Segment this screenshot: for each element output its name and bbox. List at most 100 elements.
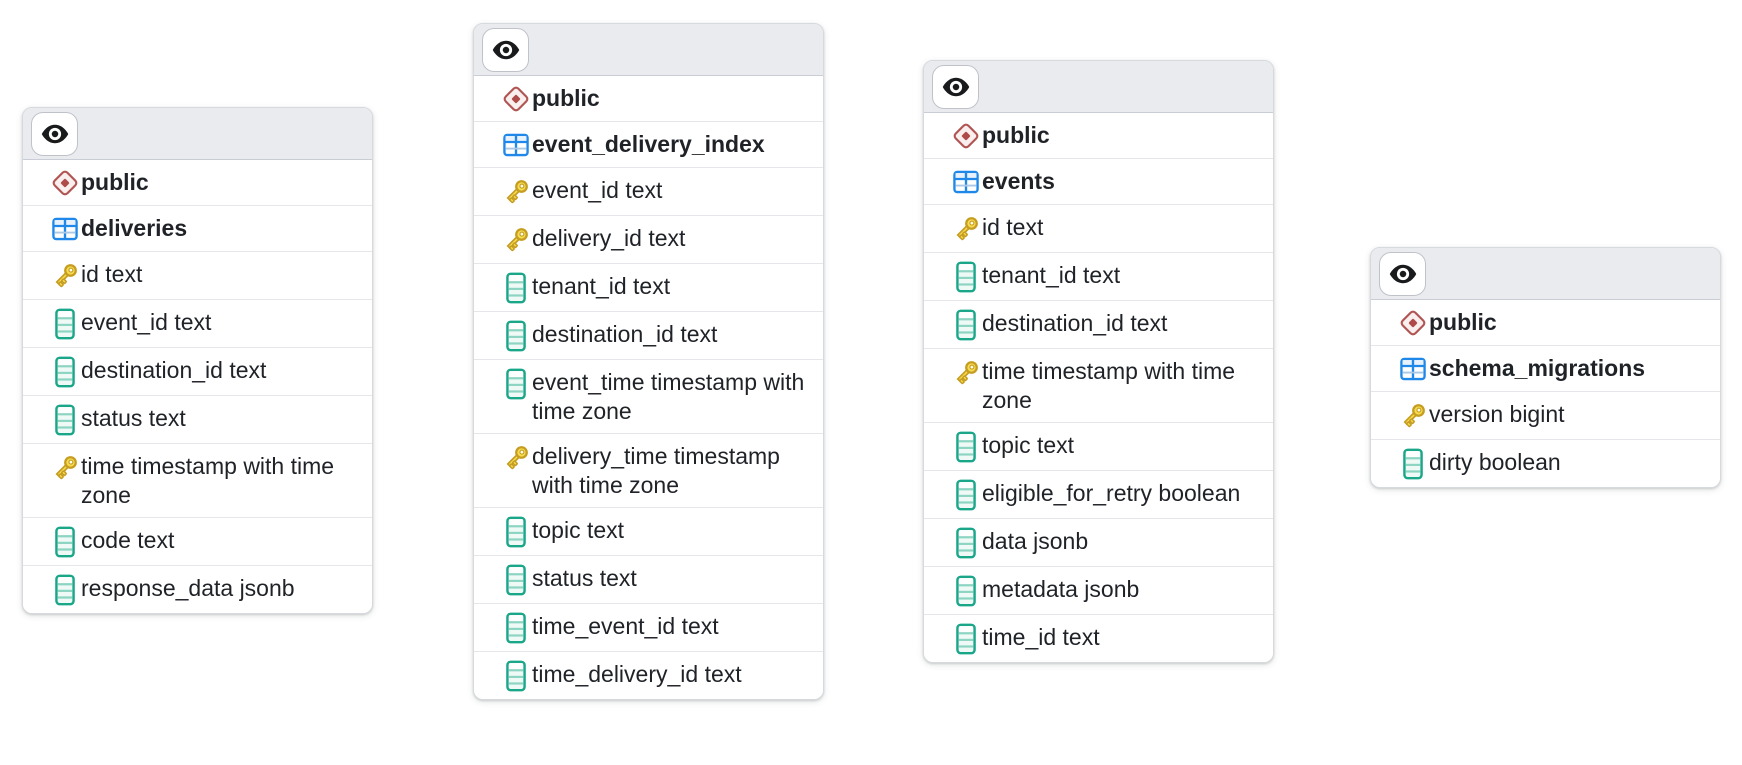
column-label: event_id text [532, 177, 663, 203]
column-row[interactable]: delivery_id text [474, 216, 823, 264]
column-row[interactable]: destination_id text [474, 312, 823, 360]
schema-row[interactable]: public [23, 160, 372, 206]
column-label: destination_id text [532, 321, 718, 347]
table-card[interactable]: public schema_migrations version bigint … [1370, 247, 1721, 488]
column-row[interactable]: event_time timestamp with time zone [474, 360, 823, 434]
table-name: events [982, 168, 1055, 194]
schema-name: public [532, 85, 600, 111]
visibility-toggle-button[interactable] [1379, 251, 1426, 296]
column-icon [950, 575, 982, 607]
table-name-row[interactable]: schema_migrations [1371, 346, 1720, 392]
visibility-toggle-button[interactable] [932, 64, 979, 109]
column-label: topic text [532, 517, 625, 543]
table-name-row[interactable]: deliveries [23, 206, 372, 252]
column-row[interactable]: response_data jsonb [23, 566, 372, 613]
column-row[interactable]: metadata jsonb [924, 567, 1273, 615]
key-icon [49, 452, 81, 484]
column-row[interactable]: dirty boolean [1371, 440, 1720, 487]
schema-name: public [1429, 309, 1497, 335]
column-label: response_data jsonb [81, 575, 295, 601]
column-row[interactable]: code text [23, 518, 372, 566]
column-row[interactable]: id text [23, 252, 372, 300]
key-icon [49, 260, 81, 292]
column-label: id text [81, 261, 143, 287]
column-row[interactable]: destination_id text [23, 348, 372, 396]
column-icon [500, 272, 532, 304]
column-label: eligible_for_retry boolean [982, 480, 1241, 506]
column-row[interactable]: time_event_id text [474, 604, 823, 652]
column-icon [500, 660, 532, 692]
column-icon [500, 320, 532, 352]
column-row[interactable]: time timestamp with time zone [924, 349, 1273, 423]
table-name: schema_migrations [1429, 355, 1646, 381]
key-icon [500, 176, 532, 208]
column-row[interactable]: topic text [924, 423, 1273, 471]
column-row[interactable]: event_id text [474, 168, 823, 216]
column-icon [500, 368, 532, 400]
column-label: event_time timestamp with time zone [532, 369, 805, 424]
table-card[interactable]: public event_delivery_index event_id tex… [473, 23, 824, 700]
columns-container: id text event_id text destination_id tex… [23, 252, 372, 613]
column-icon [950, 479, 982, 511]
card-header [924, 61, 1273, 113]
column-label: status text [81, 405, 186, 431]
column-row[interactable]: tenant_id text [474, 264, 823, 312]
eye-icon [491, 35, 521, 65]
column-row[interactable]: tenant_id text [924, 253, 1273, 301]
diamond-icon [49, 168, 81, 198]
column-row[interactable]: delivery_time timestamp with time zone [474, 434, 823, 508]
column-row[interactable]: time_id text [924, 615, 1273, 662]
columns-container: event_id text delivery_id text tenant_id… [474, 168, 823, 699]
column-row[interactable]: id text [924, 205, 1273, 253]
column-icon [49, 308, 81, 340]
column-label: version bigint [1429, 401, 1565, 427]
diamond-icon [1397, 308, 1429, 338]
column-label: dirty boolean [1429, 449, 1561, 475]
column-icon [49, 574, 81, 606]
columns-container: id text tenant_id text destination_id te… [924, 205, 1273, 662]
column-row[interactable]: version bigint [1371, 392, 1720, 440]
table-card[interactable]: public deliveries id text event_id text … [22, 107, 373, 614]
column-row[interactable]: time timestamp with time zone [23, 444, 372, 518]
column-label: delivery_id text [532, 225, 686, 251]
key-icon [500, 442, 532, 474]
diamond-icon [500, 84, 532, 114]
key-icon [1397, 400, 1429, 432]
schema-row[interactable]: public [924, 113, 1273, 159]
column-row[interactable]: destination_id text [924, 301, 1273, 349]
column-label: code text [81, 527, 175, 553]
visibility-toggle-button[interactable] [31, 111, 78, 156]
column-label: tenant_id text [532, 273, 671, 299]
column-label: time timestamp with time zone [982, 358, 1236, 413]
column-label: delivery_time timestamp with time zone [532, 443, 780, 498]
column-icon [500, 516, 532, 548]
schema-row[interactable]: public [1371, 300, 1720, 346]
column-row[interactable]: status text [23, 396, 372, 444]
column-icon [500, 612, 532, 644]
key-icon [950, 357, 982, 389]
visibility-toggle-button[interactable] [482, 27, 529, 72]
column-label: destination_id text [81, 357, 267, 383]
column-row[interactable]: data jsonb [924, 519, 1273, 567]
column-label: data jsonb [982, 528, 1089, 554]
column-row[interactable]: topic text [474, 508, 823, 556]
column-icon [49, 356, 81, 388]
column-row[interactable]: status text [474, 556, 823, 604]
column-label: time_delivery_id text [532, 661, 742, 687]
column-row[interactable]: eligible_for_retry boolean [924, 471, 1273, 519]
column-icon [950, 527, 982, 559]
column-row[interactable]: time_delivery_id text [474, 652, 823, 699]
table-card[interactable]: public events id text tenant_id text des… [923, 60, 1274, 663]
table-grid-icon [950, 167, 982, 197]
column-row[interactable]: event_id text [23, 300, 372, 348]
column-label: time timestamp with time zone [81, 453, 335, 508]
table-name-row[interactable]: events [924, 159, 1273, 205]
column-label: destination_id text [982, 310, 1168, 336]
schema-row[interactable]: public [474, 76, 823, 122]
table-name-row[interactable]: event_delivery_index [474, 122, 823, 168]
column-icon [950, 261, 982, 293]
column-icon [500, 564, 532, 596]
diamond-icon [950, 121, 982, 151]
card-header [1371, 248, 1720, 300]
eye-icon [1388, 259, 1418, 289]
